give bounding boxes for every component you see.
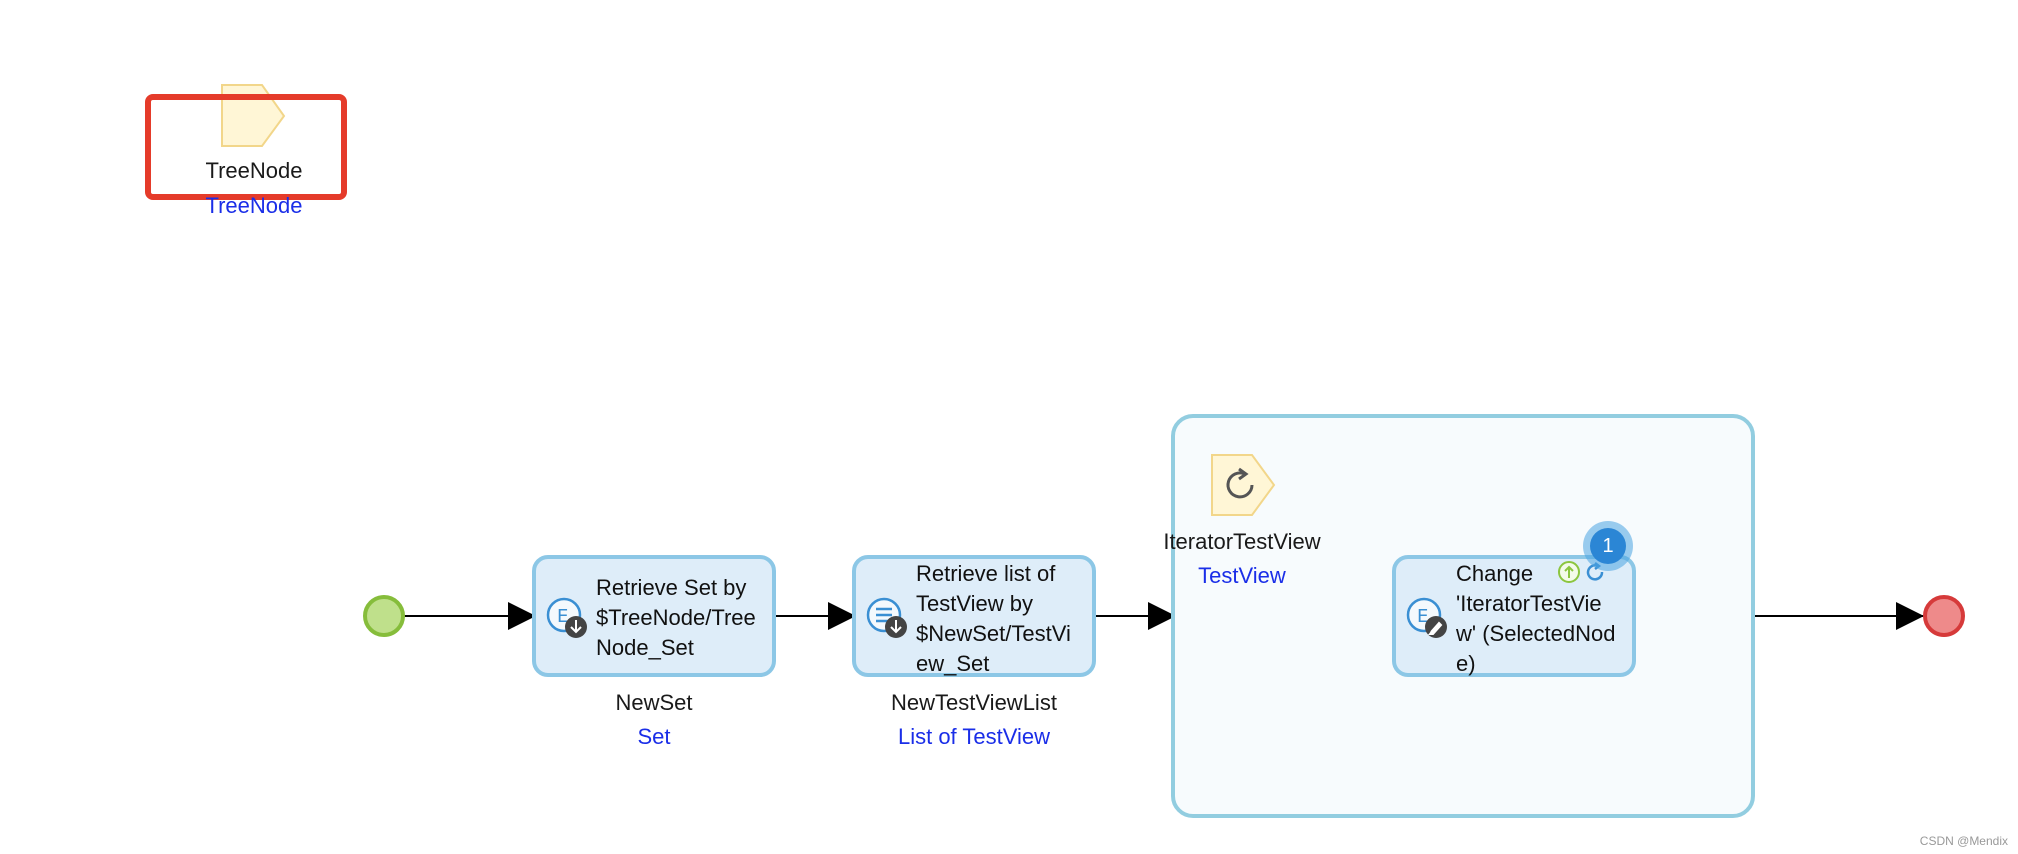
sequence-flow-4[interactable] [1754,602,1924,630]
change-object-action[interactable]: E Change 'IteratorTestVie w' (SelectedNo… [1392,555,1636,677]
end-event[interactable] [1923,595,1965,637]
watermark: CSDN @Mendix [1919,834,2008,848]
iterator-icon[interactable] [1208,452,1278,518]
svg-text:E: E [557,606,568,627]
retrieve-list-action[interactable]: Retrieve list of TestView by $NewSet/Tes… [852,555,1096,677]
parameter-icon[interactable] [221,84,286,147]
retrieve-list-output-type: List of TestView [897,724,1051,749]
retrieve-list-text: Retrieve list of TestView by $NewSet/Tes… [916,561,1071,676]
retrieve-set-output-type: Set [637,724,671,749]
badge-count: 1 [1590,528,1626,564]
commit-arrow-icon [1558,561,1580,583]
iterator-name: IteratorTestView [1163,529,1321,554]
sequence-flow-1[interactable] [404,602,536,630]
error-count-badge[interactable]: 1 [1583,521,1633,571]
start-event[interactable] [363,595,405,637]
iterator-type: TestView [1198,563,1286,588]
svg-text:E: E [1417,606,1428,627]
retrieve-list-icon [866,597,907,638]
sequence-flow-3[interactable] [1096,602,1176,630]
retrieve-set-output-name: NewSet [615,690,693,715]
highlight-box [145,94,347,200]
parameter-type: TreeNode [205,193,303,218]
change-object-text: Change 'IteratorTestVie w' (SelectedNod … [1456,561,1616,676]
retrieve-set-text: Retrieve Set by $TreeNode/Tree Node_Set [596,575,756,660]
retrieve-icon: E [546,597,587,638]
retrieve-set-action[interactable]: E Retrieve Set by $TreeNode/Tree Node_Se… [532,555,776,677]
change-object-icon: E [1406,597,1447,638]
parameter-name: TreeNode [205,158,303,183]
sequence-flow-2[interactable] [776,602,856,630]
retrieve-list-output-name: NewTestViewList [891,690,1057,715]
